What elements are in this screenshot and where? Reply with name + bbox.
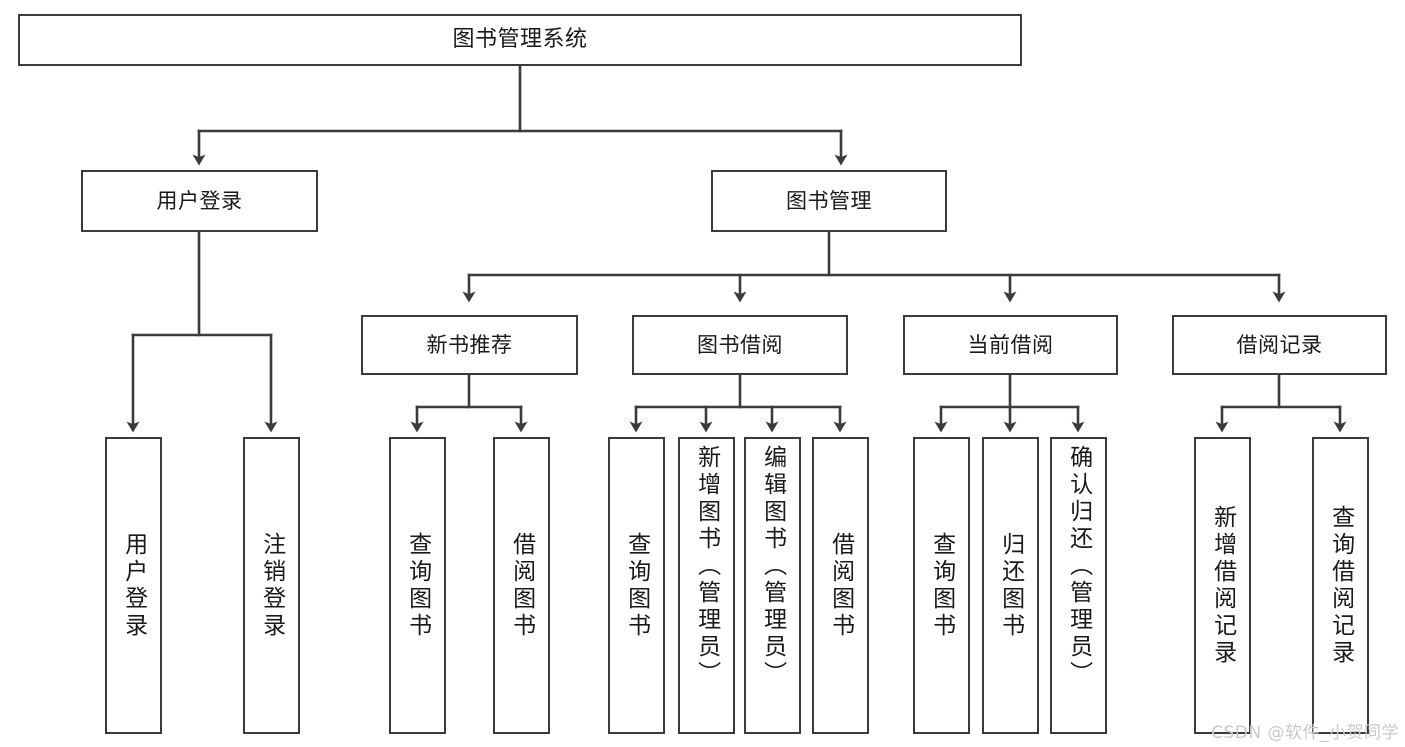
node-borrow-record[interactable]: 借阅记录 [1172, 315, 1387, 375]
node-leaf-query-book-3-label: 查询图书 [928, 531, 955, 640]
node-leaf-user-logout-label: 注销登录 [258, 531, 285, 640]
node-leaf-add-book-label: 新增图书（管理员） [693, 445, 720, 688]
node-leaf-query-book-3[interactable]: 查询图书 [913, 437, 970, 734]
node-leaf-borrow-book-2-label: 借阅图书 [827, 531, 854, 640]
node-leaf-edit-book-label: 编辑图书（管理员） [759, 445, 786, 688]
node-leaf-add-book[interactable]: 新增图书（管理员） [678, 437, 735, 734]
node-root-label: 图书管理系统 [452, 27, 588, 53]
node-leaf-borrow-book-1-label: 借阅图书 [508, 531, 535, 640]
node-leaf-query-book-1[interactable]: 查询图书 [389, 437, 446, 734]
node-leaf-query-record[interactable]: 查询借阅记录 [1312, 437, 1369, 734]
node-leaf-add-record[interactable]: 新增借阅记录 [1194, 437, 1251, 734]
node-leaf-return-book[interactable]: 归还图书 [982, 437, 1039, 734]
node-user-login-label: 用户登录 [156, 188, 243, 213]
node-book-borrow[interactable]: 图书借阅 [632, 315, 848, 375]
node-current-borrow[interactable]: 当前借阅 [903, 315, 1118, 375]
node-book-manage[interactable]: 图书管理 [711, 170, 947, 232]
node-leaf-confirm-return[interactable]: 确认归还（管理员） [1050, 437, 1107, 734]
node-leaf-user-login-label: 用户登录 [120, 531, 147, 640]
node-new-book-rec-label: 新书推荐 [426, 332, 513, 357]
node-leaf-confirm-return-label: 确认归还（管理员） [1065, 445, 1092, 688]
node-book-borrow-label: 图书借阅 [697, 332, 783, 357]
node-leaf-query-book-1-label: 查询图书 [404, 531, 431, 640]
node-leaf-add-record-label: 新增借阅记录 [1209, 504, 1236, 667]
node-leaf-borrow-book-2[interactable]: 借阅图书 [812, 437, 869, 734]
node-leaf-query-record-label: 查询借阅记录 [1327, 504, 1354, 667]
node-root[interactable]: 图书管理系统 [18, 14, 1022, 66]
node-book-manage-label: 图书管理 [786, 188, 872, 213]
node-leaf-return-book-label: 归还图书 [997, 531, 1024, 640]
node-leaf-borrow-book-1[interactable]: 借阅图书 [493, 437, 550, 734]
node-borrow-record-label: 借阅记录 [1236, 332, 1323, 357]
node-leaf-user-logout[interactable]: 注销登录 [243, 437, 300, 734]
node-leaf-edit-book[interactable]: 编辑图书（管理员） [744, 437, 801, 734]
node-leaf-query-book-2[interactable]: 查询图书 [608, 437, 665, 734]
node-current-borrow-label: 当前借阅 [967, 332, 1054, 357]
node-leaf-user-login[interactable]: 用户登录 [105, 437, 162, 734]
node-leaf-query-book-2-label: 查询图书 [623, 531, 650, 640]
node-new-book-rec[interactable]: 新书推荐 [361, 315, 578, 375]
node-user-login[interactable]: 用户登录 [81, 170, 318, 232]
